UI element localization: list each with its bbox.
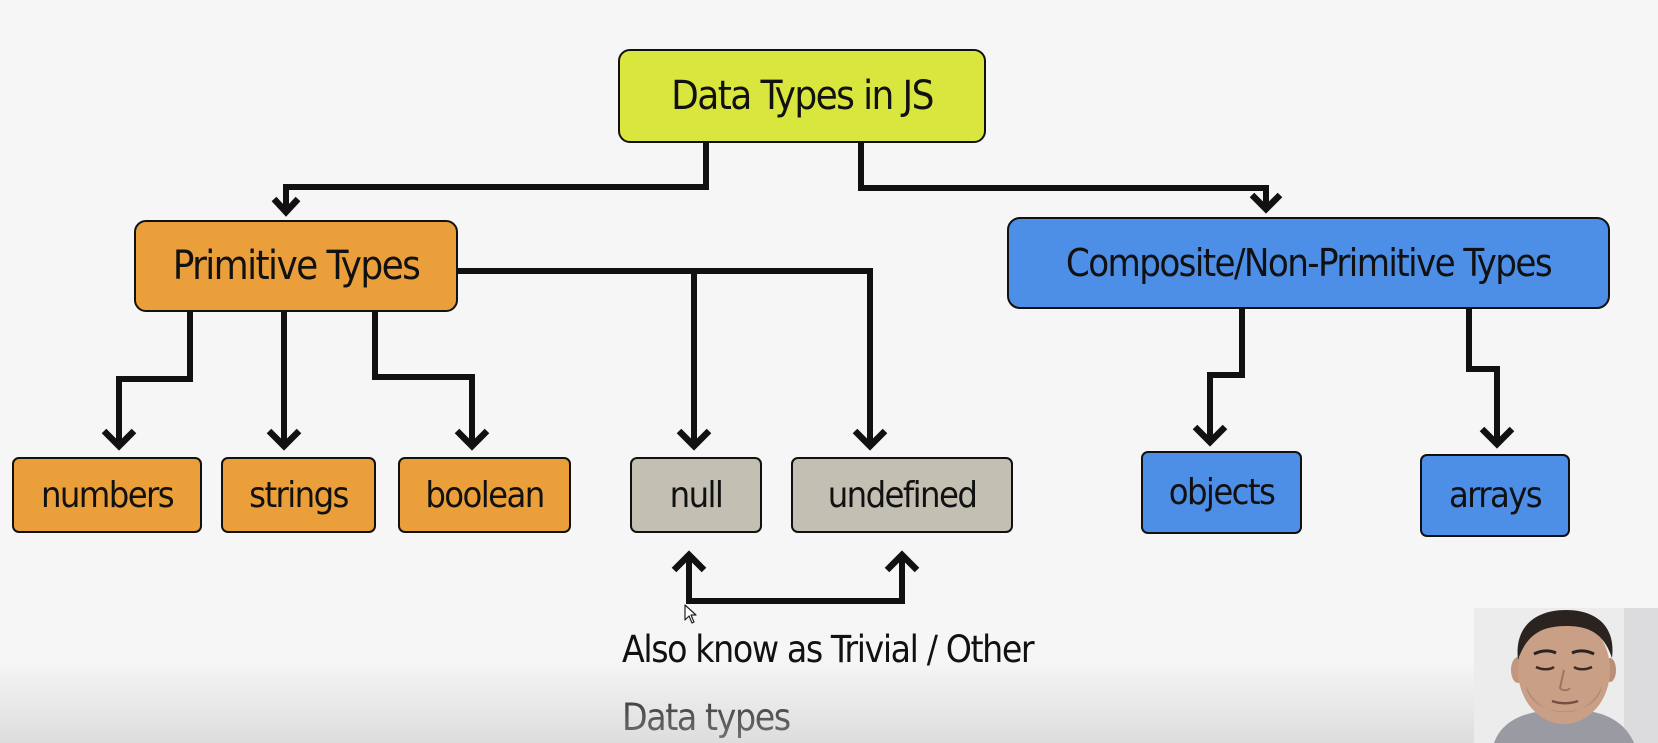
presenter-webcam: [1474, 608, 1658, 743]
arrowhead-null: [676, 428, 712, 451]
connector-primitive-numbers: [116, 312, 193, 445]
composite-types-label: Composite/Non-Primitive Types: [1065, 241, 1553, 285]
arrowhead-boolean: [454, 428, 490, 451]
arrays-label: arrays: [1448, 475, 1543, 516]
null-label: null: [669, 474, 724, 516]
boolean-node: boolean: [398, 457, 571, 533]
arrays-node: arrays: [1420, 454, 1570, 537]
trivial-note-line-1: Also know as Trivial / Other: [622, 628, 1035, 671]
objects-label: objects: [1168, 472, 1276, 513]
trivial-types-note: Also know as Trivial / Other Data types: [622, 616, 1035, 743]
connector-composite-objects: [1207, 309, 1245, 441]
root-label: Data Types in JS: [671, 73, 934, 119]
composite-types-node: Composite/Non-Primitive Types: [1007, 217, 1610, 309]
arrowhead-primitive: [271, 196, 301, 217]
connector-primitive-null: [458, 268, 697, 445]
arrowhead-numbers: [101, 428, 137, 451]
arrowhead-composite: [1249, 192, 1283, 214]
numbers-label: numbers: [40, 474, 175, 516]
strings-node: strings: [221, 457, 376, 533]
connector-primitive-undefined: [694, 268, 873, 445]
undefined-node: undefined: [791, 457, 1013, 533]
connector-root-primitive: [283, 143, 709, 212]
arrowhead-objects: [1192, 424, 1228, 447]
arrowhead-up-undefined: [884, 550, 920, 573]
trivial-note-line-2: Data types: [622, 696, 791, 739]
primitive-types-node: Primitive Types: [134, 220, 458, 312]
arrowhead-arrays: [1479, 426, 1515, 449]
strings-label: strings: [249, 474, 349, 516]
root-node: Data Types in JS: [618, 49, 986, 143]
numbers-node: numbers: [12, 457, 202, 533]
null-node: null: [630, 457, 762, 533]
undefined-label: undefined: [827, 474, 978, 516]
arrowhead-strings: [266, 428, 302, 451]
boolean-label: boolean: [425, 474, 545, 516]
connector-root-composite: [858, 143, 1269, 209]
arrowhead-up-null: [671, 550, 707, 573]
mouse-pointer-icon: [684, 604, 697, 624]
connector-composite-arrays: [1466, 309, 1500, 443]
objects-node: objects: [1141, 451, 1302, 534]
connector-trivial-bracket: [686, 556, 905, 604]
presenter-avatar: [1474, 608, 1658, 743]
arrowhead-undefined: [852, 428, 888, 451]
primitive-types-label: Primitive Types: [172, 243, 421, 289]
connector-primitive-boolean: [372, 312, 475, 445]
